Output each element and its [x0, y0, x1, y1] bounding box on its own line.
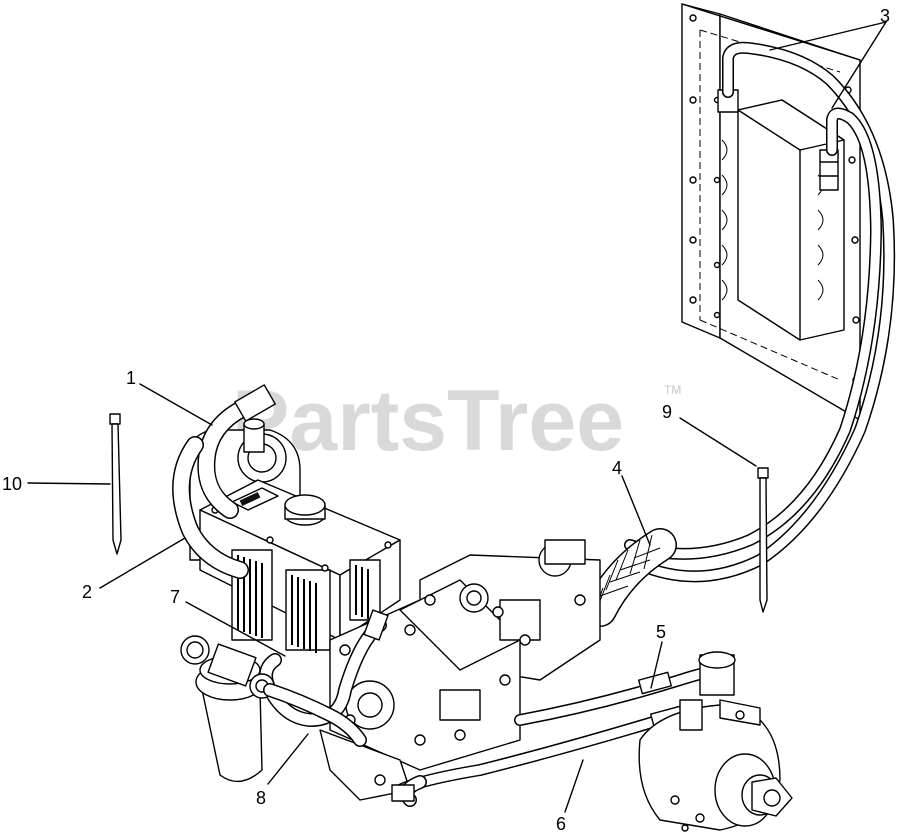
callout-7: 7: [170, 587, 180, 607]
leader-4: [621, 475, 651, 546]
watermark-tm: TM: [664, 383, 681, 397]
leader-3a: [769, 21, 887, 51]
leader-8: [267, 733, 309, 785]
hose-1: [197, 384, 276, 519]
callout-2: 2: [82, 582, 92, 602]
callout-3: 3: [880, 6, 890, 26]
callout-10: 10: [2, 474, 22, 494]
callout-6: 6: [556, 814, 566, 834]
pump-assembly: [319, 539, 601, 801]
motor-fitting-side: [679, 699, 703, 731]
reservoir-assembly: [186, 429, 401, 653]
callout-4: 4: [612, 458, 622, 478]
leader-5: [650, 641, 663, 689]
callout-1: 1: [126, 368, 136, 388]
cooler-fitting-right: [819, 149, 839, 191]
leader-3b: [831, 21, 887, 109]
cable-tie-10: [109, 413, 122, 555]
callout-labels: 1 2 3 4 5 6 7 8 9 10: [2, 6, 890, 834]
oil-cooler-assembly: [681, 3, 893, 421]
leader-2: [99, 537, 186, 589]
leader-6: [564, 759, 584, 813]
leader-1: [139, 383, 213, 426]
bracket-left-plate: [681, 3, 721, 339]
hose-8: [263, 683, 367, 747]
callout-8: 8: [256, 788, 266, 808]
filter-canister: [199, 679, 263, 783]
hose-1-fitting: [234, 384, 276, 422]
wheel-motor-assembly: [638, 651, 793, 832]
leader-9: [679, 417, 757, 467]
leader-7: [185, 601, 286, 657]
callout-5: 5: [656, 622, 666, 642]
reservoir-fins: [231, 549, 381, 653]
cable-tie-9: [757, 467, 769, 613]
leader-10: [27, 482, 111, 485]
leader-lines: [27, 21, 887, 813]
callout-9: 9: [662, 402, 672, 422]
oil-filter-assembly: [180, 635, 275, 783]
hose-2: [172, 436, 249, 579]
